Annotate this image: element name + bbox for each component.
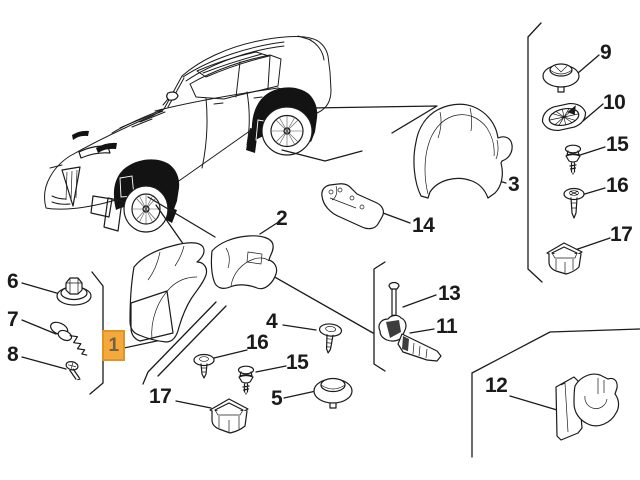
vehicle-illustration <box>44 35 332 233</box>
part-label-16-mid[interactable]: 16 <box>246 331 269 354</box>
part-label-1-selected[interactable]: 1 <box>102 330 125 361</box>
part-label-14[interactable]: 14 <box>412 214 435 237</box>
part-drawing-5-dome-clip[interactable] <box>313 377 353 409</box>
part-drawing-10-grommet[interactable] <box>540 101 588 134</box>
part-drawing-1-wheelhouse-liner-front[interactable] <box>129 242 208 343</box>
part-label-2[interactable]: 2 <box>276 207 288 230</box>
part-label-15-right[interactable]: 15 <box>606 133 629 156</box>
part-label-8[interactable]: 8 <box>7 343 19 366</box>
part-drawing-16-screw-mid[interactable] <box>193 353 215 379</box>
part-drawing-3-rear-wheelhouse-liner[interactable] <box>413 103 513 199</box>
part-drawing-13-pin[interactable] <box>388 281 400 320</box>
part-drawing-17-cage-clip-mid[interactable] <box>209 398 249 434</box>
part-label-13[interactable]: 13 <box>438 282 461 305</box>
part-label-16-right[interactable]: 16 <box>606 174 629 197</box>
part-drawing-9-dome-clip[interactable] <box>542 63 580 93</box>
leader-lines <box>21 54 611 411</box>
part-drawing-6-nut[interactable] <box>56 277 92 306</box>
part-drawing-14-shield-bracket[interactable] <box>321 183 384 230</box>
part-drawing-16-screw-right[interactable] <box>563 187 585 219</box>
part-label-11[interactable]: 11 <box>436 315 458 338</box>
part-drawing-15-push-pin-right[interactable] <box>564 144 582 175</box>
part-drawing-17-cage-clip-right[interactable] <box>546 242 583 275</box>
part-label-15-mid[interactable]: 15 <box>286 351 309 374</box>
part-drawing-7-expansion-rivet[interactable] <box>45 320 94 356</box>
part-label-7[interactable]: 7 <box>7 308 19 331</box>
part-label-9[interactable]: 9 <box>600 41 612 64</box>
part-label-3[interactable]: 3 <box>508 173 520 196</box>
part-label-17-right[interactable]: 17 <box>610 223 633 246</box>
part-label-12[interactable]: 12 <box>485 374 508 397</box>
part-label-10[interactable]: 10 <box>603 91 626 114</box>
part-label-17-mid[interactable]: 17 <box>149 385 172 408</box>
part-drawing-15-push-pin-mid[interactable] <box>237 365 255 395</box>
part-label-6[interactable]: 6 <box>7 270 19 293</box>
part-drawing-11-support-bracket[interactable] <box>378 314 442 362</box>
part-drawing-2-wheelhouse-liner-rear[interactable] <box>210 235 278 290</box>
part-drawing-12-retainer-clip[interactable] <box>555 373 620 441</box>
part-label-5[interactable]: 5 <box>271 387 283 410</box>
part-label-4[interactable]: 4 <box>266 310 278 333</box>
part-drawing-8-screw-small[interactable] <box>63 360 83 381</box>
part-drawing-4-screw[interactable] <box>317 323 343 354</box>
